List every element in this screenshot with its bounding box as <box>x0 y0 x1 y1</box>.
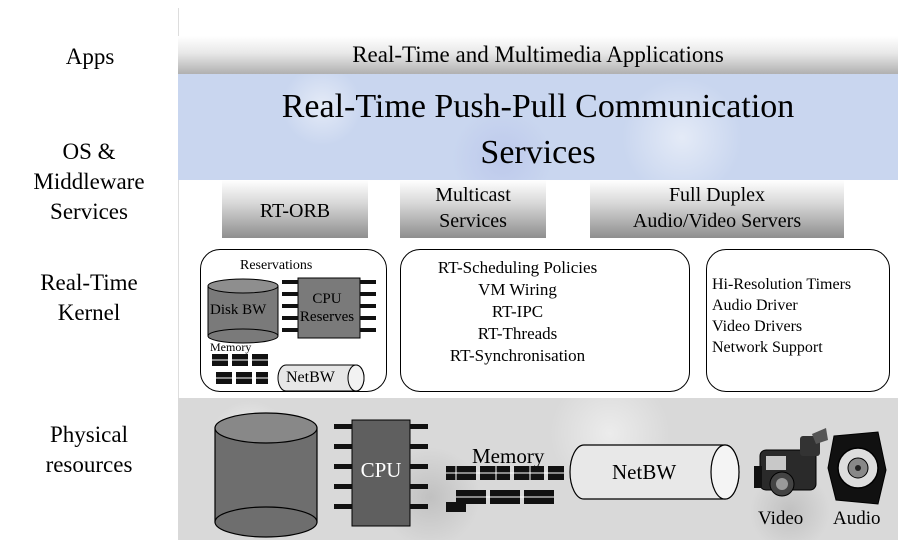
driver-item: Audio Driver <box>712 297 798 314</box>
policies-list: RT-Scheduling Policies VM Wiring RT-IPC … <box>400 257 635 367</box>
driver-item: Hi-Resolution Timers <box>712 276 852 293</box>
audio-speaker-icon <box>827 431 887 505</box>
full-duplex-box: Full Duplex Audio/Video Servers <box>590 180 844 238</box>
memory-small-label: Memory <box>210 340 252 354</box>
network-pipe-icon <box>569 444 740 500</box>
multicast-label-line2: Services <box>439 210 507 232</box>
policy-item: RT-IPC <box>491 302 544 321</box>
memory-label: Memory <box>472 444 545 468</box>
memory-chips-icon <box>446 466 564 512</box>
policy-item: VM Wiring <box>478 280 557 299</box>
driver-item: Network Support <box>712 339 823 356</box>
drivers-list: Hi-Resolution Timers Audio Driver Video … <box>712 274 890 358</box>
apps-title: Real-Time and Multimedia Applications <box>352 42 724 67</box>
full-duplex-label-line1: Full Duplex <box>668 184 766 206</box>
apps-band <box>178 36 898 74</box>
layer-label-kernel: Real-Time Kernel <box>14 268 164 328</box>
policies-box <box>400 249 690 392</box>
layer-label-physical: Physical resources <box>14 420 164 480</box>
disk-icon <box>214 412 318 538</box>
pushpull-title: Real-Time Push-Pull Communication Servic… <box>178 84 898 176</box>
cpu-label: CPU <box>360 458 402 482</box>
os-label-line2: Middleware <box>33 169 145 194</box>
os-label-line1: OS & <box>62 139 116 164</box>
audio-label: Audio <box>833 508 881 529</box>
netbw-small-label: NetBW <box>286 369 335 386</box>
netbw-label: NetBW <box>612 460 677 484</box>
driver-item: Video Drivers <box>712 318 803 335</box>
cpu-reserves-label: CPU Reserves <box>296 290 358 326</box>
netbw-small-icon <box>277 364 365 392</box>
policy-item: RT-Synchronisation <box>449 346 586 365</box>
cpu-reserves-icon <box>282 277 376 339</box>
video-camera-icon <box>754 428 828 497</box>
pushpull-title-line1: Real-Time Push-Pull Communication <box>281 88 795 125</box>
video-label: Video <box>758 508 804 529</box>
pushpull-band <box>178 74 898 180</box>
cpu-reserves-line1: CPU <box>312 291 342 307</box>
cpu-reserves-line2: Reserves <box>299 309 355 325</box>
os-label-line3: Services <box>50 199 128 224</box>
rt-orb-box: RT-ORB <box>222 180 368 238</box>
disk-bw-label: Disk BW <box>210 302 267 318</box>
pushpull-title-line2: Services <box>480 134 596 171</box>
multicast-label-line1: Multicast <box>435 184 511 206</box>
kernel-label-line1: Real-Time <box>40 270 138 295</box>
layer-label-os-middleware: OS & Middleware Services <box>14 137 164 227</box>
rt-orb-label: RT-ORB <box>259 200 331 222</box>
physical-label-line2: resources <box>45 452 133 477</box>
reservations-title: Reservations <box>240 258 313 273</box>
kernel-label-line2: Kernel <box>57 300 121 325</box>
multicast-box: Multicast Services <box>400 180 546 238</box>
physical-label-line1: Physical <box>50 422 128 447</box>
policy-item: RT-Scheduling Policies <box>437 258 598 277</box>
drivers-box <box>706 249 890 392</box>
cpu-chip-icon <box>334 419 428 527</box>
policy-item: RT-Threads <box>477 324 558 343</box>
disk-bw-icon <box>207 278 279 344</box>
memory-small-icon <box>212 354 268 384</box>
full-duplex-label-line2: Audio/Video Servers <box>632 210 802 232</box>
layer-label-apps: Apps <box>65 44 115 69</box>
